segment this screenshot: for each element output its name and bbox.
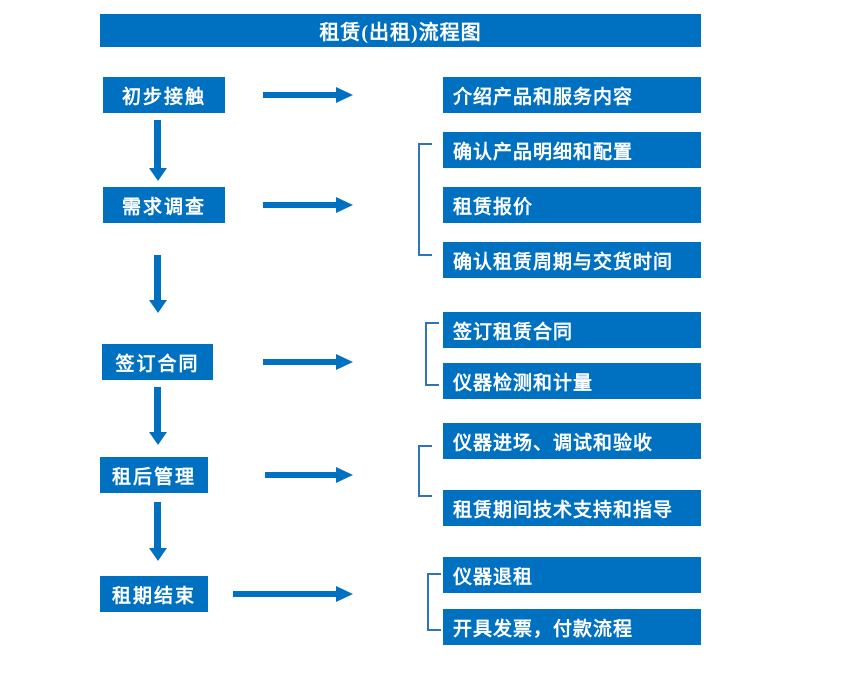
stage-box-rental-end: 租期结束 — [100, 576, 208, 612]
detail-box: 签订租赁合同 — [443, 312, 701, 348]
down-arrow-icon — [154, 120, 161, 168]
detail-box: 介绍产品和服务内容 — [443, 77, 701, 113]
group-bracket — [425, 322, 439, 386]
right-arrow-icon — [233, 591, 336, 597]
flowchart-title: 租赁(出租)流程图 — [100, 14, 701, 47]
group-bracket — [427, 573, 441, 631]
down-arrow-icon — [154, 387, 161, 432]
right-arrow-icon — [263, 202, 336, 208]
right-arrow-icon — [263, 359, 336, 365]
right-arrow-icon — [263, 92, 336, 98]
detail-box: 租赁期间技术支持和指导 — [443, 490, 701, 526]
right-arrow-icon — [265, 472, 336, 478]
detail-box: 确认租赁周期与交货时间 — [443, 242, 701, 278]
down-arrow-icon — [154, 255, 161, 300]
stage-box-post-rental-management: 租后管理 — [100, 457, 208, 493]
stage-box-initial-contact: 初步接触 — [103, 77, 225, 113]
detail-box: 确认产品明细和配置 — [443, 132, 701, 168]
stage-box-demand-survey: 需求调查 — [103, 187, 225, 223]
group-bracket — [418, 445, 432, 497]
detail-box: 仪器检测和计量 — [443, 363, 701, 399]
detail-box: 开具发票，付款流程 — [443, 609, 701, 645]
stage-box-sign-contract: 签订合同 — [102, 344, 213, 380]
detail-box: 仪器退租 — [443, 557, 701, 593]
down-arrow-icon — [154, 502, 161, 548]
detail-box: 仪器进场、调试和验收 — [443, 423, 701, 459]
group-bracket — [418, 143, 432, 256]
detail-box: 租赁报价 — [443, 187, 701, 223]
